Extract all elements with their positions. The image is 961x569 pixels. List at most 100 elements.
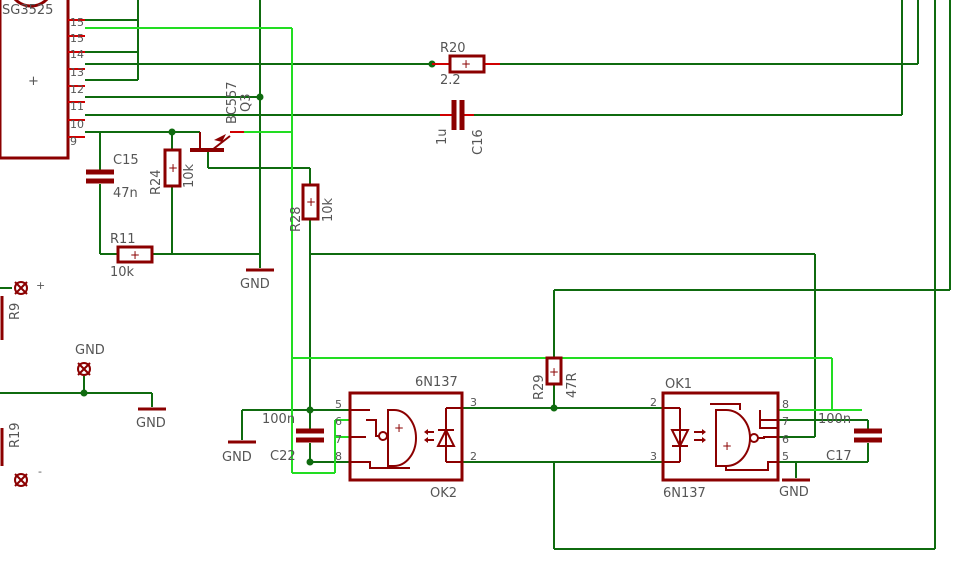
capacitor-c16-name: C16 xyxy=(471,129,486,155)
gnd-symbol-top: GND xyxy=(240,268,274,292)
capacitor-c17: 100n C17 xyxy=(818,412,882,464)
transistor-q3-emitter xyxy=(211,135,231,151)
gnd-symbols: GND GND GND GND GND xyxy=(75,268,810,500)
optocoupler-ok1-bubble xyxy=(749,433,759,443)
optocoupler-ok2-gate xyxy=(387,409,417,467)
ic-sg3525-body xyxy=(0,0,70,160)
gnd-label: GND xyxy=(779,485,809,500)
optocoupler-ok2-pin: 3 xyxy=(470,396,477,409)
resistor-r29-name: R29 xyxy=(532,374,547,400)
optocoupler-ok1-pin: 5 xyxy=(782,450,789,463)
resistor-r24-plus: + xyxy=(168,161,178,175)
resistor-r11-body xyxy=(116,245,154,264)
capacitor-c16: 1u C16 xyxy=(435,100,486,155)
ic-sg3525-pin: 15 xyxy=(70,32,84,45)
capacitor-c22-value: 100n xyxy=(262,412,295,427)
pad-minus-label: - xyxy=(38,465,42,478)
optocoupler-ok1-wire-e xyxy=(725,461,778,471)
capacitor-c17-value: 100n xyxy=(818,412,851,427)
junction-left-gnd xyxy=(80,389,88,397)
resistor-r24-body xyxy=(163,148,182,188)
resistor-r29-body xyxy=(545,356,563,386)
transistor-q3-type: BC557 xyxy=(225,81,240,124)
ic-sg3525-pin: 10 xyxy=(70,118,84,131)
gnd-symbol-left: GND xyxy=(136,407,166,431)
capacitor-c22-name: C22 xyxy=(270,449,296,464)
ic-sg3525-name: SG3525 xyxy=(2,3,53,18)
optocoupler-ok1-wire-a xyxy=(710,403,741,410)
resistor-r24-value: 10k xyxy=(182,163,197,188)
ic-sg3525-pins: 15 15 14 13 12 11 10 9 xyxy=(68,16,85,148)
optocoupler-ok1-plus: + xyxy=(722,439,732,453)
optocoupler-ok1-wire-b xyxy=(758,436,778,439)
resistor-r11: + R11 10k xyxy=(110,232,154,280)
resistor-r29: + R29 47R xyxy=(532,356,580,400)
optocoupler-ok2-pin: 7 xyxy=(335,433,342,446)
resistor-r9-name: R9 xyxy=(8,303,23,320)
optocoupler-ok1-gate xyxy=(715,409,751,467)
resistor-r24: + R24 10k xyxy=(149,148,197,195)
optocoupler-ok1-name: OK1 xyxy=(665,377,692,392)
resistor-r28-plus: + xyxy=(306,195,316,209)
ic-sg3525-pin: 13 xyxy=(70,66,84,79)
optocoupler-ok2-name: OK2 xyxy=(430,486,457,501)
resistor-r29-plus: + xyxy=(549,365,559,379)
capacitor-c15-name: C15 xyxy=(113,153,139,168)
junction-pin9-r24 xyxy=(168,128,176,136)
optocoupler-ok2: 6N137 OK2 5 6 7 8 3 2 + xyxy=(335,375,477,501)
capacitor-c22: 100n C22 xyxy=(262,412,324,464)
ic-sg3525-pin: 14 xyxy=(70,48,84,61)
resistor-r11-name: R11 xyxy=(110,232,136,247)
junction-ok2-pin8 xyxy=(306,458,314,466)
resistor-r20-plus: + xyxy=(461,57,471,71)
junction-bus-260 xyxy=(256,93,264,101)
junction-ok2-pin5 xyxy=(306,406,314,414)
optocoupler-ok2-diode xyxy=(436,427,456,447)
optocoupler-ok2-light xyxy=(424,429,434,443)
ic-sg3525: SG3525 + 15 15 14 13 12 11 10 9 xyxy=(0,0,85,160)
resistor-r20-name: R20 xyxy=(440,41,466,56)
resistor-r28-body xyxy=(301,183,320,221)
optocoupler-ok2-wire-c xyxy=(350,461,410,469)
optocoupler-ok1-pin: 6 xyxy=(782,433,789,446)
resistor-r20: + R20 2.2 xyxy=(432,41,500,88)
gnd-label: GND xyxy=(136,416,166,431)
gnd-symbol-ok1: GND xyxy=(779,478,810,500)
transistor-q3-arrow xyxy=(214,134,226,142)
ic-sg3525-pin: 9 xyxy=(70,135,77,148)
resistor-r19-name: R19 xyxy=(8,422,23,448)
resistor-r11-value: 10k xyxy=(110,265,135,280)
resistor-r20-body xyxy=(448,54,486,74)
net-wires xyxy=(0,0,951,550)
optocoupler-ok1-pin: 3 xyxy=(650,450,657,463)
optocoupler-ok2-bubble xyxy=(378,431,388,441)
resistor-r11-plus: + xyxy=(130,248,140,262)
ic-sg3525-pin: 11 xyxy=(70,100,84,113)
resistor-r29-value: 47R xyxy=(565,372,580,398)
capacitor-c17-name: C17 xyxy=(826,449,852,464)
pad-cross-icon xyxy=(14,473,28,487)
optocoupler-ok1-diode xyxy=(670,429,690,449)
ic-sg3525-pin: 12 xyxy=(70,83,84,96)
optocoupler-ok2-pin: 2 xyxy=(470,450,477,463)
ic-sg3525-plus: + xyxy=(28,74,39,89)
gnd-label: GND xyxy=(222,450,252,465)
optocoupler-ok1: OK1 6N137 2 3 8 7 6 5 + xyxy=(650,377,789,501)
gnd-symbol-c22: GND xyxy=(222,440,256,465)
pad-cross-icon xyxy=(77,362,91,376)
optocoupler-ok1-pin: 7 xyxy=(782,415,789,428)
optocoupler-ok1-pin: 2 xyxy=(650,396,657,409)
optocoupler-ok2-pin: 6 xyxy=(335,415,342,428)
optocoupler-ok1-light xyxy=(694,429,706,443)
pad-cross-icon xyxy=(14,281,28,295)
optocoupler-ok2-pin: 8 xyxy=(335,450,342,463)
optocoupler-ok1-part: 6N137 xyxy=(663,486,706,501)
capacitor-c15: C15 47n xyxy=(86,153,139,201)
transistor-q3-name: Q3 xyxy=(239,93,254,112)
pad-plus-label: + xyxy=(36,279,45,292)
optocoupler-ok2-part: 6N137 xyxy=(415,375,458,390)
optocoupler-ok1-wire-d xyxy=(759,410,778,429)
resistor-r24-name: R24 xyxy=(149,169,164,195)
resistor-r28-name: R28 xyxy=(289,206,304,232)
resistor-r20-value: 2.2 xyxy=(440,73,461,88)
